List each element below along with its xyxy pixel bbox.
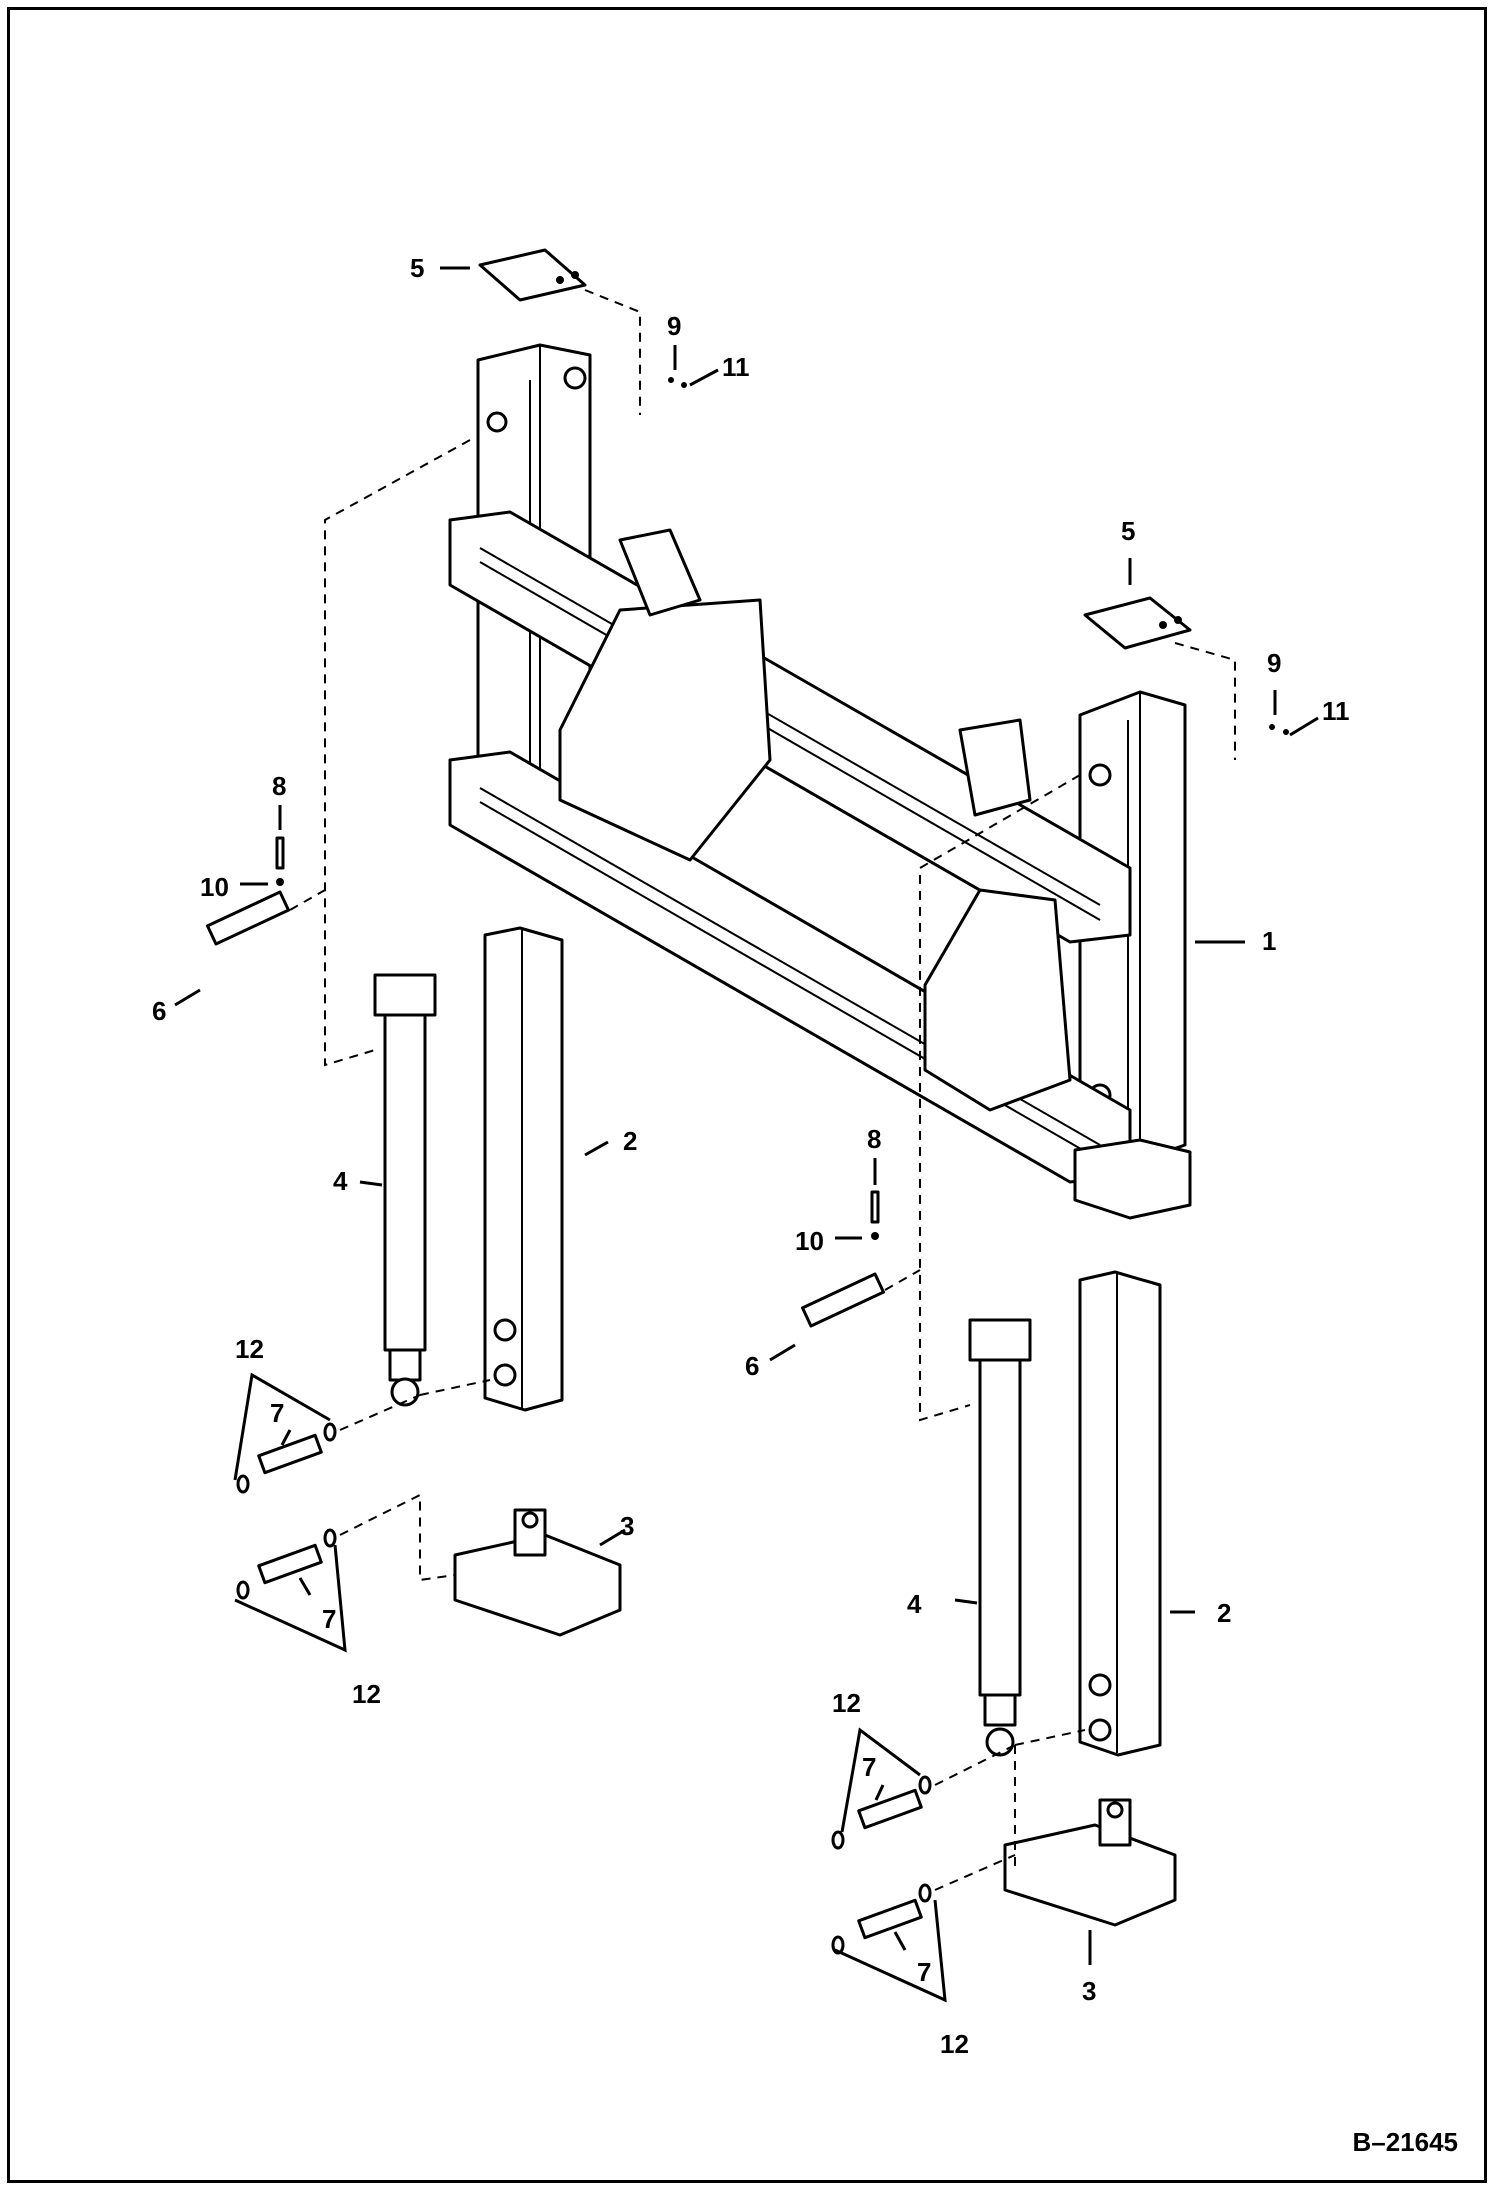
callout-4-left: 4 — [333, 1166, 348, 1196]
callout-12-upper-right: 12 — [832, 1688, 861, 1718]
callout-10-left: 10 — [200, 872, 229, 902]
callout-7-lower-right: 7 — [917, 1957, 931, 1987]
callout-10-right: 10 — [795, 1226, 824, 1256]
callout-labels: 5 5 9 9 11 11 1 8 8 10 10 6 6 4 4 2 2 3 … — [152, 253, 1350, 2059]
callout-12-lower-left: 12 — [352, 1679, 381, 1709]
callout-11-right: 11 — [1322, 696, 1350, 726]
pin-7-left-lower — [257, 1543, 323, 1585]
callout-3-right: 3 — [1082, 1976, 1096, 2006]
callout-7-upper-left: 7 — [270, 1398, 284, 1428]
callout-8-left: 8 — [272, 771, 286, 801]
callout-4-right: 4 — [907, 1589, 922, 1619]
callout-12-upper-left: 12 — [235, 1334, 264, 1364]
callout-3-left: 3 — [620, 1511, 634, 1541]
callout-7-lower-left: 7 — [322, 1604, 336, 1634]
callout-7-upper-right: 7 — [862, 1752, 876, 1782]
assembly-lines — [289, 289, 1236, 1891]
diagram-border — [7, 7, 1487, 2183]
callout-5-left: 5 — [410, 253, 424, 283]
cylinder-right — [968, 1318, 1032, 1757]
cover-plate-left — [478, 248, 587, 302]
leader-lines — [174, 266, 1319, 2003]
callout-2-left: 2 — [623, 1126, 637, 1156]
foot-left — [453, 1508, 622, 1637]
callout-11-left: 11 — [722, 352, 750, 382]
callout-8-right: 8 — [867, 1124, 881, 1154]
callout-1: 1 — [1262, 926, 1276, 956]
callout-9-left: 9 — [667, 311, 681, 341]
callout-9-right: 9 — [1267, 648, 1281, 678]
document-id: B–21645 — [1352, 2127, 1458, 2157]
callout-5-right: 5 — [1121, 516, 1135, 546]
foot-right — [1003, 1798, 1177, 1927]
main-frame-part — [448, 343, 1192, 1220]
pin-6-right — [801, 1272, 885, 1328]
callout-6-left: 6 — [152, 996, 166, 1026]
callout-6-right: 6 — [745, 1351, 759, 1381]
callout-2-right: 2 — [1217, 1598, 1231, 1628]
pin-7-right-upper — [857, 1788, 923, 1830]
cylinder-left — [373, 973, 437, 1407]
pin-6-left — [206, 890, 290, 946]
pin-7-left-upper — [257, 1433, 323, 1475]
sleeve-right — [1078, 1270, 1162, 1757]
sleeve-left — [483, 926, 564, 1412]
fasteners — [236, 377, 1289, 1955]
pin-7-right-lower — [857, 1898, 923, 1940]
callout-12-lower-right: 12 — [940, 2029, 969, 2059]
cover-plate-right — [1083, 596, 1192, 650]
